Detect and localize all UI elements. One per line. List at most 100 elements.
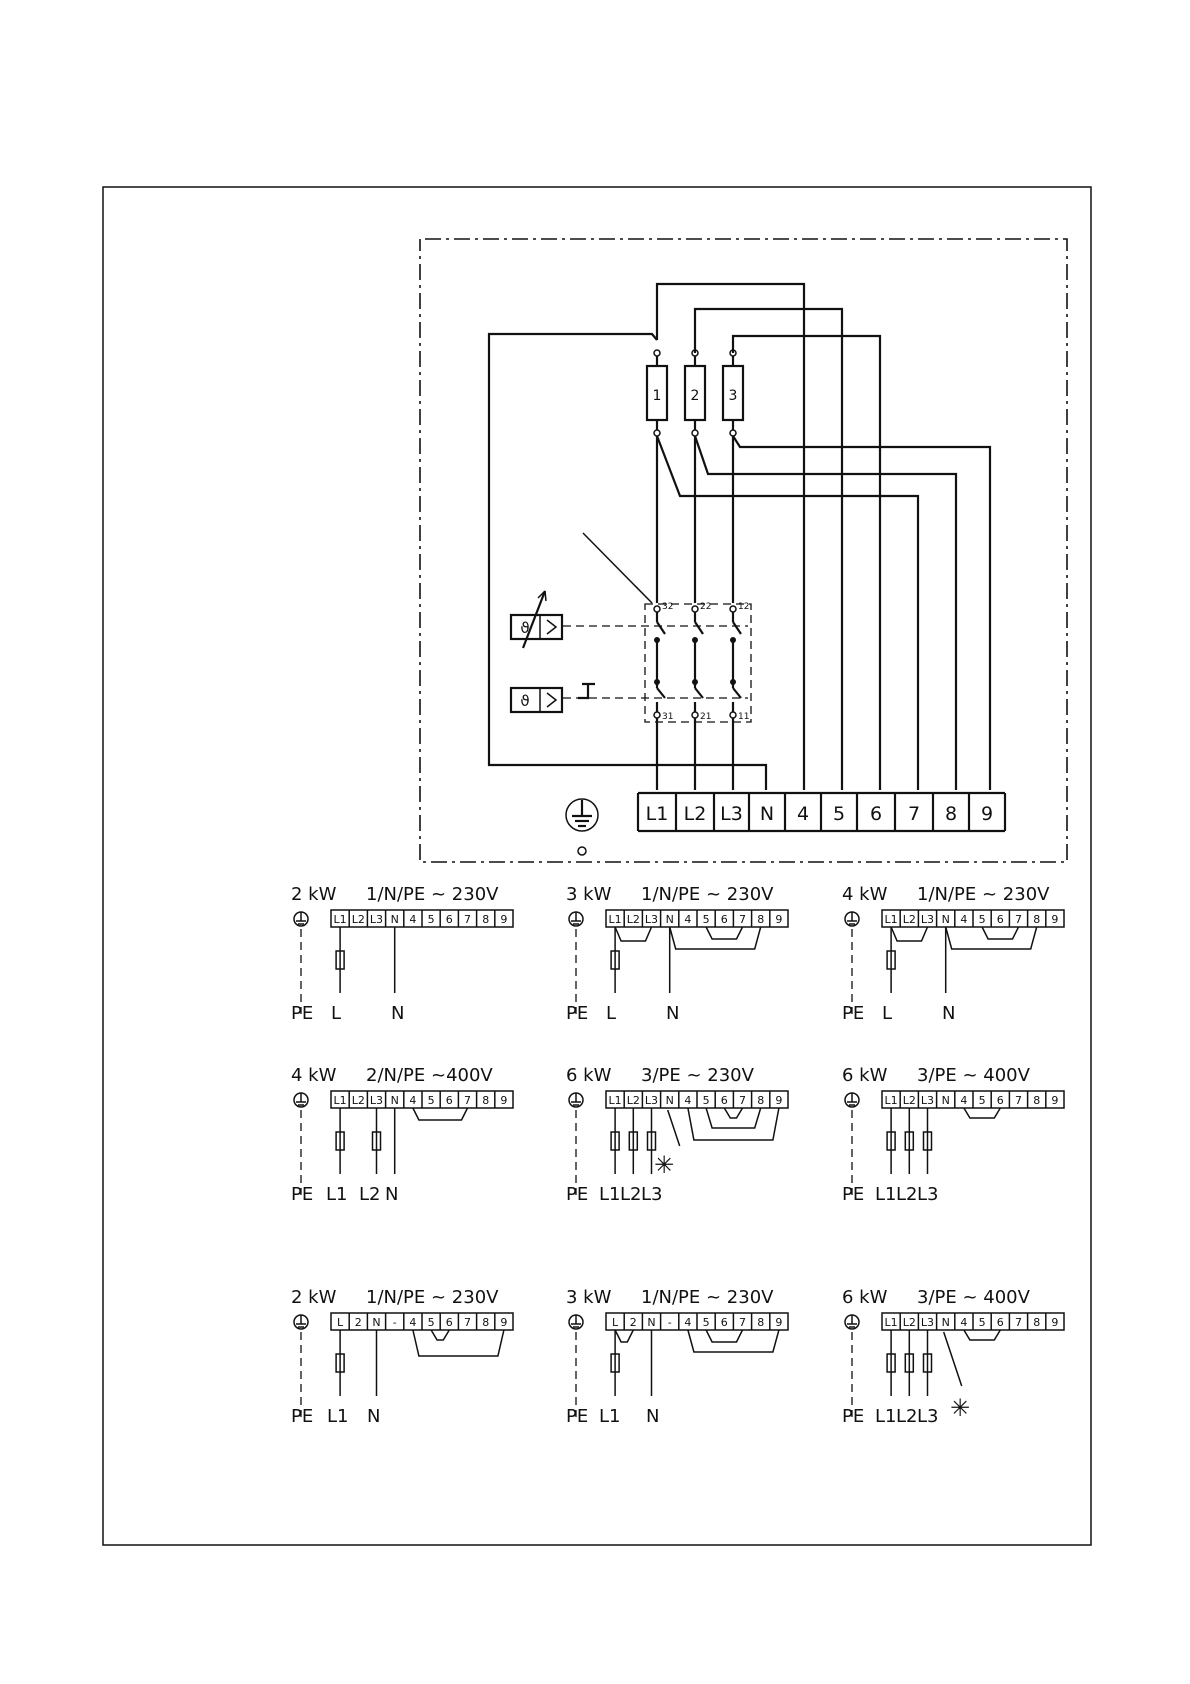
feed-label: N — [391, 1003, 404, 1024]
feed-label: PE — [566, 1406, 588, 1427]
variant-power: 6 kW — [566, 1065, 612, 1086]
variant-supply: 1/N/PE ~ 230V — [366, 884, 499, 905]
heater-label-2: 2 — [691, 388, 700, 404]
variant-terminal-label: 9 — [775, 1094, 782, 1107]
variant-terminal-label: 6 — [446, 1316, 453, 1329]
variant-terminal-label: 5 — [428, 913, 435, 926]
variant-power: 6 kW — [842, 1065, 888, 1086]
svg-text:ϑ: ϑ — [520, 692, 529, 710]
variant-terminal-label: 9 — [1051, 1094, 1058, 1107]
feed-label: L — [331, 1003, 341, 1024]
terminal-label: 8 — [945, 803, 957, 825]
contact-number-11: 11 — [738, 712, 749, 722]
variant-terminal-label: 5 — [703, 1316, 710, 1329]
variant-terminal-label: 6 — [446, 913, 453, 926]
variant-terminal-label: 5 — [979, 1094, 986, 1107]
feed-label: L2 — [896, 1406, 917, 1427]
feed-label: L — [606, 1003, 616, 1024]
heater-label-3: 3 — [729, 388, 738, 404]
heater-element-3: 3 — [721, 349, 745, 437]
variant-terminal-label: 4 — [409, 1316, 416, 1329]
variant-terminal-label: N — [666, 1094, 674, 1107]
contact-number-12: 12 — [738, 602, 749, 612]
variant-terminal-label: 8 — [757, 913, 764, 926]
variant-terminal-label: 7 — [464, 1316, 471, 1329]
variant-terminal-label: 8 — [757, 1094, 764, 1107]
contact-number-32: 32 — [662, 602, 673, 612]
feed-label: PE — [291, 1184, 313, 1205]
variant-terminal-label: 6 — [446, 1094, 453, 1107]
variant-terminal-label: L — [612, 1316, 619, 1329]
variant-terminal-label: 2 — [630, 1316, 637, 1329]
variant-terminal-label: N — [647, 1316, 655, 1329]
earth-icon — [565, 798, 599, 856]
variant-terminal-label: L3 — [370, 913, 383, 926]
variant-power: 4 kW — [842, 884, 888, 905]
temperature-controller-icon: ϑ — [509, 590, 564, 649]
main-wiring-diagram: 1 2 3 — [419, 238, 1068, 863]
variant-terminal-label: L1 — [609, 913, 622, 926]
variant-terminal-label: 7 — [1015, 1316, 1022, 1329]
variant-terminal-label: N — [942, 1316, 950, 1329]
variant-terminal-label: 6 — [721, 1094, 728, 1107]
variant-terminal-label: 4 — [960, 913, 967, 926]
asterisk-note: ✳ — [950, 1394, 970, 1422]
variant-power: 6 kW — [842, 1287, 888, 1308]
feed-label: L1 — [326, 1184, 347, 1205]
variant-terminal-label: 4 — [684, 1094, 691, 1107]
variant-terminal-label: N — [942, 913, 950, 926]
terminal-label: L2 — [684, 803, 707, 825]
feed-label: L3 — [641, 1184, 662, 1205]
feed-label: L — [882, 1003, 892, 1024]
variant-terminal-label: 9 — [500, 1316, 507, 1329]
variant-terminal-label: L1 — [334, 913, 347, 926]
variant-terminal-label: 5 — [428, 1094, 435, 1107]
earth-icon — [568, 911, 584, 927]
terminal-label: 7 — [908, 803, 920, 825]
variant-terminal-label: 9 — [1051, 1316, 1058, 1329]
variant-terminal-label: 9 — [1051, 913, 1058, 926]
feed-label: L2 — [896, 1184, 917, 1205]
variant-terminal-label: 5 — [703, 1094, 710, 1107]
variant-terminal-label: 8 — [482, 1316, 489, 1329]
variant-terminal-label: 7 — [464, 913, 471, 926]
variant-terminal-label: 4 — [684, 1316, 691, 1329]
switch-block — [644, 603, 752, 723]
variant-supply: 1/N/PE ~ 230V — [366, 1287, 499, 1308]
feed-label: L1 — [875, 1184, 896, 1205]
earth-icon — [568, 1092, 584, 1108]
pointer-line — [582, 532, 653, 604]
asterisk-note: ✳ — [654, 1151, 674, 1179]
safety-cutout-icon: ϑ — [509, 682, 595, 714]
variant-terminal-label: L1 — [609, 1094, 622, 1107]
variant-power: 3 kW — [566, 1287, 612, 1308]
variant-terminal-label: N — [666, 913, 674, 926]
heater-label-1: 1 — [653, 388, 662, 404]
terminal-label: 5 — [833, 803, 845, 825]
variant-terminal-label: 7 — [739, 1316, 746, 1329]
switch-contacts: 32 22 12 31 21 11 — [653, 602, 749, 722]
variant-terminal-label: L3 — [370, 1094, 383, 1107]
variant-terminal-label: 8 — [1033, 1094, 1040, 1107]
variant-supply: 3/PE ~ 400V — [917, 1287, 1031, 1308]
variant-terminal-label: L2 — [903, 1094, 916, 1107]
earth-icon — [293, 1314, 309, 1330]
feed-label: L2 — [359, 1184, 380, 1205]
variant-terminal-label: L2 — [903, 913, 916, 926]
feed-label: L1 — [875, 1406, 896, 1427]
variant-terminal-label: L2 — [627, 913, 640, 926]
